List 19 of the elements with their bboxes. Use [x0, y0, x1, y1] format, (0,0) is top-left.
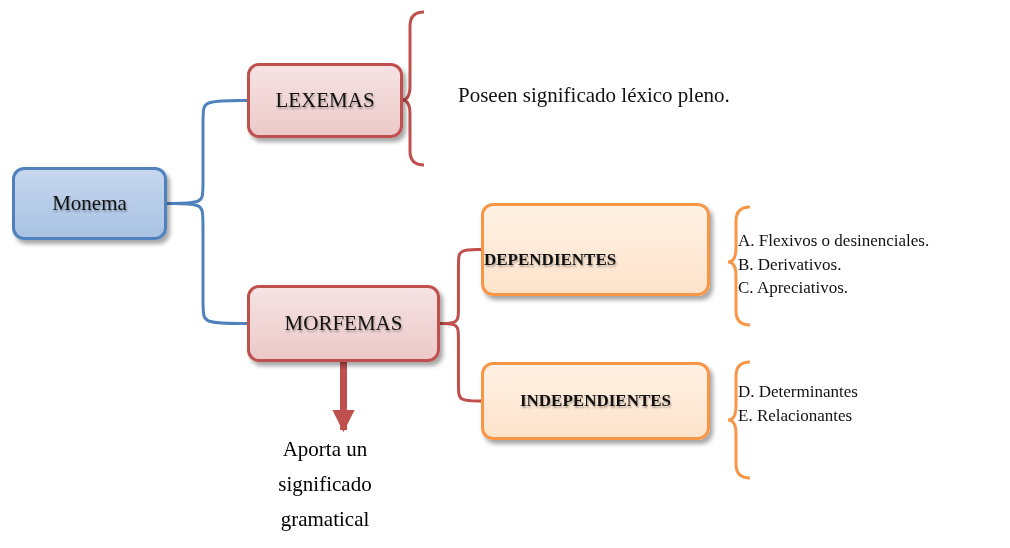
- concept-box: [247, 285, 440, 362]
- concept-box: [481, 362, 710, 440]
- text-label: Aporta un significado gramatical: [277, 436, 373, 533]
- box-label: MORFEMAS: [284, 311, 403, 336]
- box-label: Monema: [52, 191, 127, 216]
- concept-box: [12, 167, 167, 240]
- box-label: DEPENDIENTES: [484, 249, 617, 270]
- box-label: INDEPENDIENTES: [519, 391, 672, 411]
- concept-box: [247, 63, 403, 138]
- description-text: Poseen significado léxico pleno.: [458, 84, 730, 108]
- list-item: D. Determinantes: [738, 381, 858, 403]
- list-item: C. Apreciativos.: [738, 277, 849, 299]
- arrow: [332, 362, 355, 433]
- list-item: E. Relacionantes: [738, 404, 854, 427]
- connector: [167, 202, 247, 325]
- list-item: A. Flexivos o desinenciales.: [738, 230, 930, 252]
- list-item: B. Derivativos.: [738, 253, 843, 276]
- box-label: LEXEMAS: [275, 88, 375, 113]
- concept-box: [481, 203, 710, 296]
